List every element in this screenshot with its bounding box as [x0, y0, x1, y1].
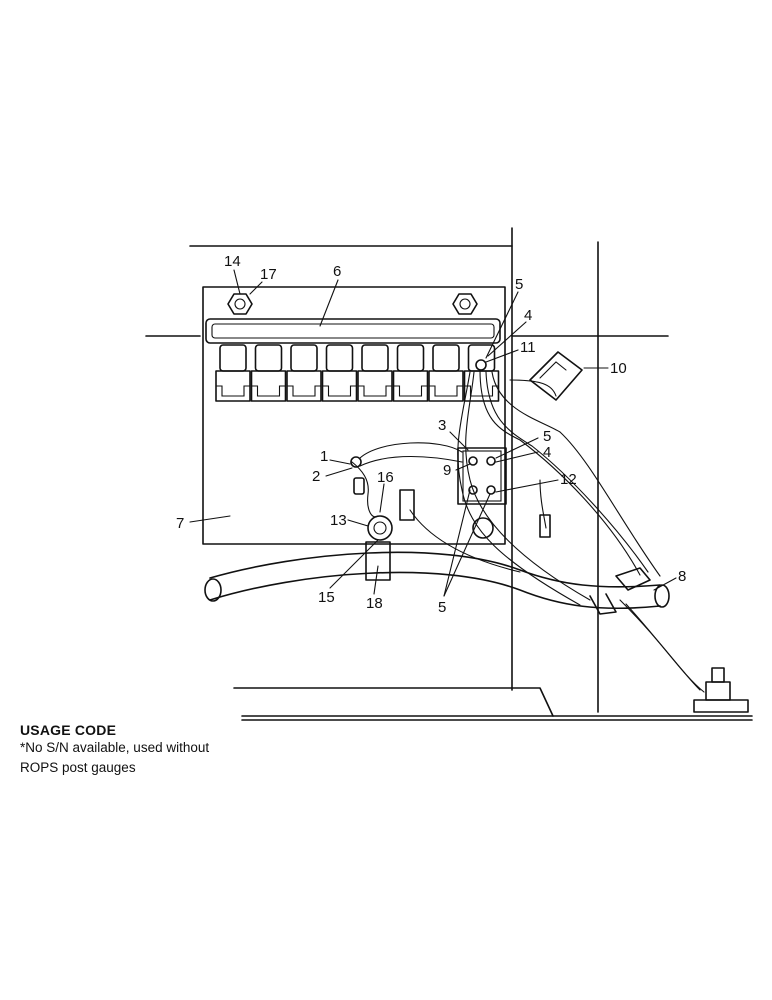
switch-block	[457, 447, 507, 505]
relay-module	[463, 344, 500, 402]
relay-row	[215, 344, 500, 402]
callout-8: 8	[678, 568, 686, 585]
usage-code-block: USAGE CODE *No S/N available, used witho…	[20, 722, 209, 778]
callout-labels: 14 17 6 5 4 11 10 3 5 4 1 2 9 12 16 7 13…	[176, 253, 686, 616]
grommet	[365, 489, 494, 581]
relay-module	[250, 344, 287, 402]
usage-code-heading: USAGE CODE	[20, 722, 117, 738]
callout-3: 3	[438, 417, 446, 434]
callout-5-mid: 5	[543, 428, 551, 445]
callout-14: 14	[224, 253, 241, 270]
callout-11: 11	[520, 339, 536, 356]
callout-17: 17	[260, 266, 277, 283]
leader-lines	[189, 269, 677, 597]
usage-code-line-1: *No S/N available, used without	[20, 740, 210, 755]
callout-5-bottom: 5	[438, 599, 446, 616]
callout-6: 6	[333, 263, 341, 280]
fuse-holder	[205, 318, 501, 344]
usage-code-line-2: ROPS post gauges	[20, 760, 136, 775]
callout-1: 1	[320, 448, 328, 465]
callout-4-top: 4	[524, 307, 532, 324]
callout-5-top: 5	[515, 276, 523, 293]
ring-terminals	[350, 359, 487, 495]
callout-16: 16	[377, 469, 394, 486]
battery-terminal	[693, 667, 749, 713]
callout-15: 15	[318, 589, 335, 606]
relay-module	[392, 344, 429, 402]
callout-4-mid: 4	[543, 444, 551, 461]
callout-13: 13	[330, 512, 347, 529]
callout-18: 18	[366, 595, 383, 612]
callout-9: 9	[443, 462, 451, 479]
wire-harness	[351, 369, 705, 693]
connector-plug	[529, 351, 583, 401]
relay-module	[286, 344, 322, 402]
relay-module	[321, 344, 358, 402]
relay-module	[357, 344, 393, 402]
mounting-panel	[202, 286, 506, 545]
callout-10: 10	[610, 360, 627, 377]
callout-12: 12	[560, 471, 577, 488]
relay-module	[215, 344, 251, 402]
main-cable	[204, 551, 670, 615]
callout-7: 7	[176, 515, 184, 532]
callout-2: 2	[312, 468, 320, 485]
relay-module	[428, 344, 464, 402]
